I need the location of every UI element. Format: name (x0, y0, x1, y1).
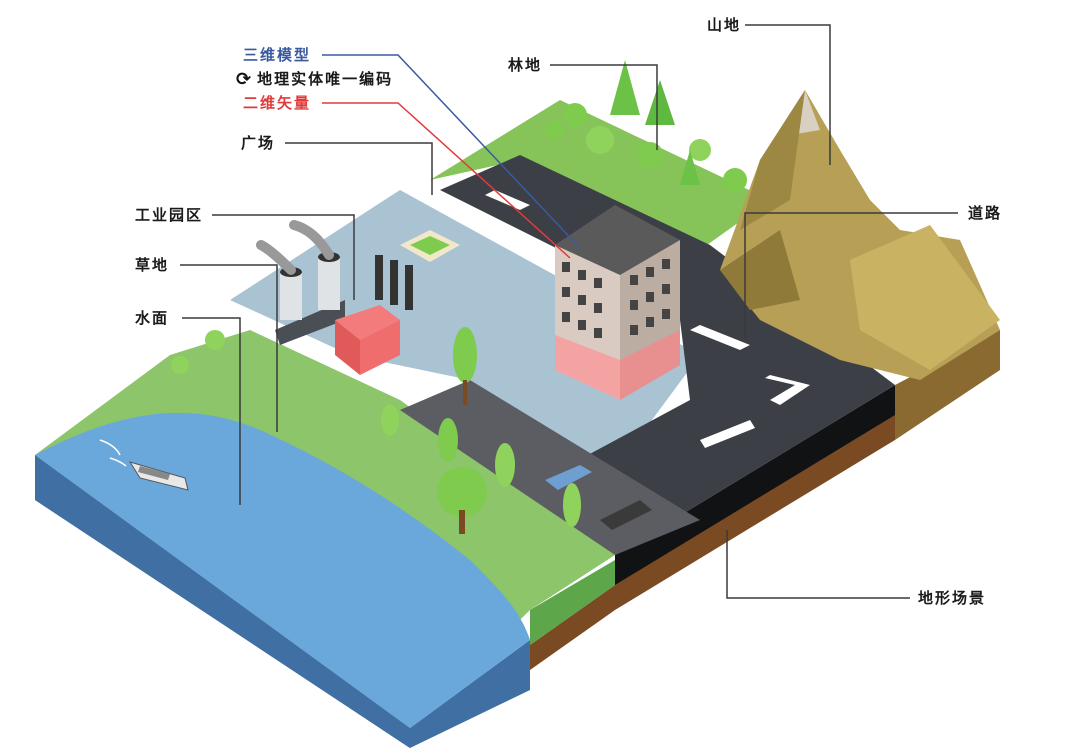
base-block (35, 330, 1000, 748)
red-building (335, 305, 400, 375)
label-industrial-park: 工业园区 (135, 206, 204, 224)
street-trees (171, 327, 581, 534)
label-3d-model: 三维模型 (243, 46, 312, 64)
leader-industrial-park (212, 214, 355, 300)
leader-lines (180, 24, 958, 599)
label-grassland: 草地 (135, 256, 170, 274)
cars (545, 465, 652, 530)
leader-road (744, 212, 958, 340)
industrial-park (256, 220, 413, 375)
label-mountain: 山地 (707, 16, 742, 34)
forest-trees (546, 60, 747, 192)
label-forest: 林地 (508, 56, 543, 74)
leader-plaza (285, 142, 433, 195)
label-entity-code: 地理实体唯一编码 (257, 70, 394, 88)
leader-model-3d (322, 54, 581, 249)
label-plaza: 广场 (241, 134, 276, 152)
leader-water-surface (182, 317, 241, 505)
leader-grassland (180, 264, 278, 432)
water-body (35, 412, 530, 728)
label-water-surface: 水面 (135, 309, 170, 327)
label-terrain-scene: 地形场景 (918, 589, 987, 607)
label-2d-vector: 二维矢量 (243, 94, 312, 112)
boat (128, 461, 189, 491)
leader-mountain (745, 24, 831, 165)
label-road: 道路 (968, 204, 1003, 222)
main-building (555, 205, 680, 400)
leader-terrain-scene (726, 530, 910, 599)
label-entity-code-row: ⟳地理实体唯一编码 (236, 70, 393, 89)
sync-arrows-icon: ⟳ (236, 69, 254, 90)
leader-vector-2d (322, 102, 571, 259)
mountain (720, 90, 1000, 380)
leader-forest (550, 64, 658, 150)
plaza-planter (400, 230, 460, 262)
